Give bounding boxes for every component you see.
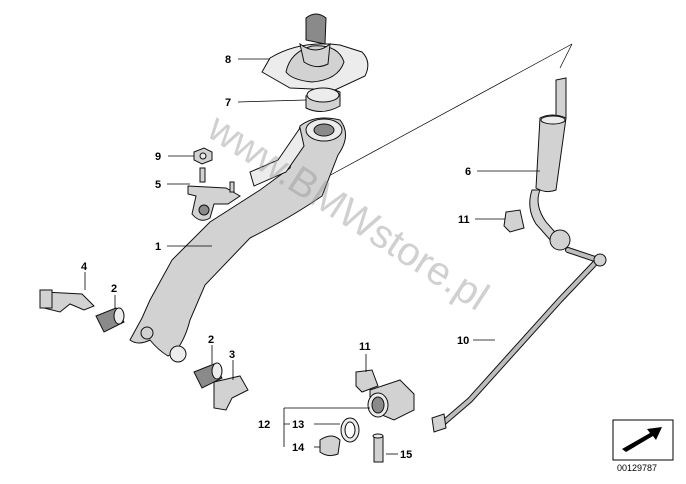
part-14-bushing[interactable] [319, 435, 341, 457]
nav-arrow-box[interactable] [612, 419, 674, 461]
part-8-shift-boot[interactable] [261, 13, 369, 91]
callout-11-bottom: 11 [359, 341, 371, 353]
part-15-pin[interactable] [372, 433, 384, 463]
part-12-joint-housing[interactable] [367, 379, 415, 421]
callout-2-left: 2 [111, 283, 117, 295]
part-13-ring[interactable] [340, 417, 360, 443]
callout-12: 12 [258, 419, 270, 431]
callout-7: 7 [225, 97, 231, 109]
part-1-support-arm[interactable] [129, 117, 346, 363]
callout-8: 8 [225, 54, 231, 66]
part-3-bracket[interactable] [213, 375, 249, 411]
callout-13: 13 [292, 419, 304, 431]
callout-4: 4 [81, 261, 88, 273]
part-10-shift-rod[interactable] [431, 247, 607, 433]
part-11-clip-top[interactable] [503, 209, 525, 233]
callout-3: 3 [229, 349, 235, 361]
part-11-clip-bottom[interactable] [355, 369, 379, 393]
callout-10: 10 [457, 335, 469, 347]
callout-9: 9 [155, 151, 161, 163]
callout-2-right: 2 [208, 334, 214, 346]
part-6-shift-lever[interactable] [529, 77, 571, 251]
callout-11-top: 11 [458, 214, 470, 226]
part-9-nut[interactable] [193, 147, 213, 165]
callout-15: 15 [400, 449, 412, 461]
callout-1: 1 [155, 241, 161, 253]
callout-14: 14 [292, 442, 305, 454]
assembly-dashed-line [324, 43, 573, 179]
leader-lines [84, 58, 540, 455]
part-2-bush-left[interactable] [95, 307, 125, 333]
part-4-bushing-pin[interactable] [39, 289, 95, 313]
part-2-bush-right[interactable] [193, 362, 223, 389]
arrow-icon [622, 427, 662, 452]
reference-number: 00129787 [617, 463, 657, 473]
part-5-bracket[interactable] [187, 167, 241, 221]
callout-5: 5 [155, 179, 161, 191]
part-7-ring[interactable] [305, 87, 341, 112]
callout-6: 6 [465, 166, 471, 178]
